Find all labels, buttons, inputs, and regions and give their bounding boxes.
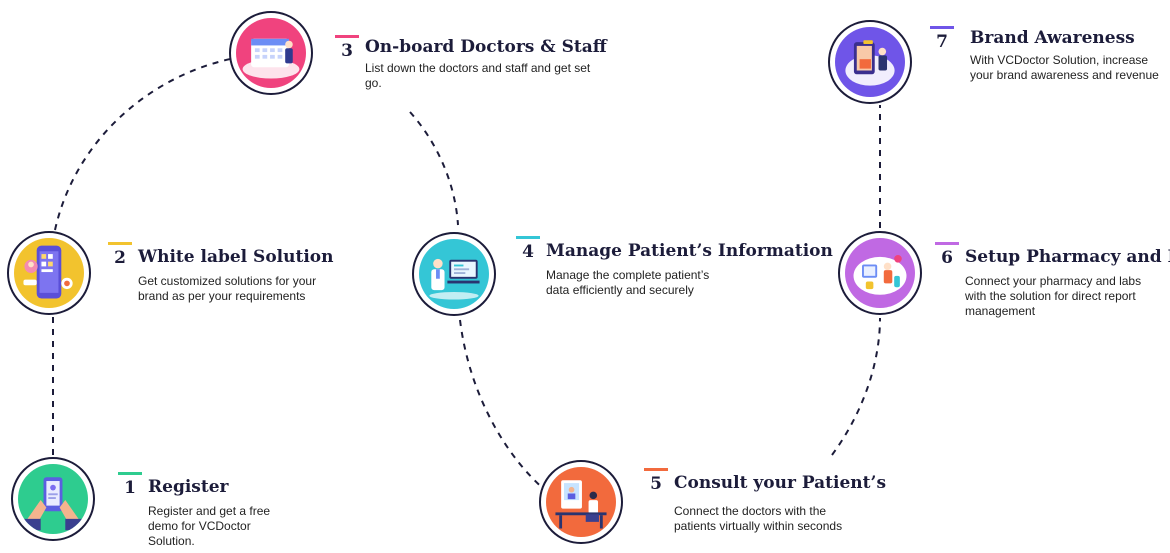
app-mobile-icon [23, 245, 73, 299]
step-2-description: Get customized solutions for your brand … [138, 274, 317, 303]
step-7-number: 7 [936, 32, 948, 52]
step-2: 2 White label Solution Get customized so… [108, 242, 334, 322]
step-4-title: Manage Patient’s Information [546, 241, 833, 261]
step-2-title: White label Solution [138, 247, 334, 267]
step-1-description: Register and get a free demo for VCDocto… [148, 504, 271, 548]
step-3-description: List down the doctors and staff and get … [365, 61, 591, 90]
step-2-circle [7, 231, 91, 315]
step-5: 5 Consult your Patient’s Connect the doc… [644, 468, 887, 548]
step-5-circle [539, 460, 623, 544]
step-5-description: Connect the doctors with the patients vi… [674, 504, 843, 533]
step-6-circle [838, 231, 922, 315]
step-4-circle [412, 232, 496, 316]
brand-growth-icon [845, 40, 895, 86]
step-5-number: 5 [650, 474, 662, 494]
step-7: 7 Brand Awareness With VCDoctor Solution… [930, 26, 1165, 106]
calendar-staff-icon [242, 38, 300, 79]
step-1: 1 Register Register and get a free demo … [118, 472, 358, 552]
step-3-accent-bar [335, 35, 359, 38]
step-1-number: 1 [124, 478, 136, 498]
step-7-accent-bar [930, 26, 954, 29]
step-4-description: Manage the complete patient’s data effic… [546, 268, 710, 297]
connector-3-4 [409, 111, 459, 226]
step-6-title: Setup Pharmacy and Lab [965, 247, 1170, 267]
step-6-description: Connect your pharmacy and labs with the … [965, 274, 1142, 318]
connector-5-6 [831, 317, 881, 456]
connector-2-3 [54, 57, 236, 231]
step-1-circle [11, 457, 95, 541]
step-4: 4 Manage Patient’s Information Manage th… [516, 236, 833, 316]
step-3-title: On-board Doctors & Staff [365, 37, 607, 57]
doctor-records-icon [429, 258, 480, 300]
step-1-title: Register [148, 477, 229, 497]
step-3: 3 On-board Doctors & Staff List down the… [335, 35, 607, 95]
step-5-accent-bar [644, 468, 668, 471]
step-6-number: 6 [941, 248, 953, 268]
step-4-accent-bar [516, 236, 540, 239]
connector-4-5 [459, 319, 546, 491]
step-5-title: Consult your Patient’s [674, 473, 887, 493]
step-7-title: Brand Awareness [970, 28, 1135, 48]
step-7-circle [828, 20, 912, 104]
step-1-accent-bar [118, 472, 142, 475]
step-7-description: With VCDoctor Solution, increase your br… [970, 53, 1159, 82]
step-6: 6 Setup Pharmacy and Lab Connect your ph… [935, 242, 1170, 322]
video-consult-icon [555, 480, 607, 529]
step-4-number: 4 [522, 242, 534, 262]
pharmacy-lab-icon [853, 255, 907, 295]
step-3-circle [229, 11, 313, 95]
step-2-number: 2 [114, 248, 126, 268]
step-6-accent-bar [935, 242, 959, 245]
step-2-accent-bar [108, 242, 132, 245]
phone-hands-icon [23, 477, 83, 531]
step-3-number: 3 [341, 41, 353, 61]
